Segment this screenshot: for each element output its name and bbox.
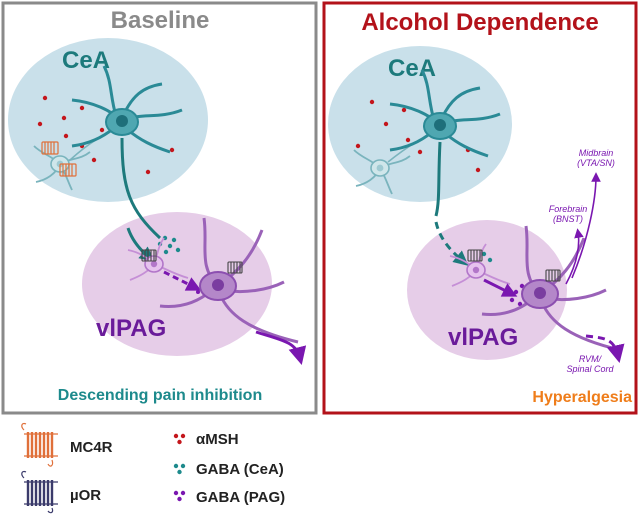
baseline-cea-label: CeA — [62, 47, 110, 74]
dependence-cea-label: CeA — [388, 55, 436, 82]
dependence-forebrain-projection — [565, 228, 584, 285]
mc4r-legend-icon — [21, 422, 58, 467]
dependence-vlpag-label: vlPAG — [448, 324, 518, 351]
baseline-purple-dashed-arrow — [163, 270, 202, 291]
baseline-amsh-dots — [37, 95, 175, 175]
dependence-teal-dashed-arrow — [434, 221, 469, 266]
dependence-title: Alcohol Dependence — [361, 9, 598, 36]
legend: MC4R µOR αMSH GABA (CeA) GABA (PAG) — [21, 422, 285, 514]
gaba-pag-legend-label: GABA (PAG) — [196, 489, 285, 506]
dependence-midbrain-projection — [571, 172, 601, 279]
baseline-panel: Baseline CeA vlPAG — [1, 1, 318, 415]
mor-legend-label: µOR — [70, 487, 101, 504]
forebrain-label: Forebrain — [549, 204, 588, 214]
amsh-legend-icon — [173, 433, 186, 445]
mor-legend-icon — [21, 470, 58, 514]
forebrain-sublabel: (BNST) — [553, 214, 583, 224]
baseline-output-arrow — [255, 330, 307, 365]
dependence-cea-projection — [434, 141, 442, 217]
dependence-panel: Alcohol Dependence CeA vlPAG — [322, 1, 638, 415]
gaba-pag-legend-icon — [173, 490, 186, 502]
amsh-legend-label: αMSH — [196, 431, 239, 448]
rvm-label: RVM/ — [579, 354, 603, 364]
dependence-gaba-cea-dots — [481, 251, 493, 263]
dependence-footer: Hyperalgesia — [532, 389, 632, 406]
mc4r-legend-label: MC4R — [70, 439, 113, 456]
baseline-vlpag-label: vlPAG — [96, 315, 166, 342]
rvm-sublabel: Spinal Cord — [566, 364, 614, 374]
baseline-footer: Descending pain inhibition — [58, 387, 262, 404]
gaba-cea-legend-label: GABA (CeA) — [196, 461, 284, 478]
baseline-cea-projection — [120, 137, 162, 240]
midbrain-label: Midbrain — [579, 148, 614, 158]
midbrain-sublabel: (VTA/SN) — [577, 158, 615, 168]
dependence-rvm-projection — [585, 334, 625, 364]
baseline-title: Baseline — [111, 7, 210, 34]
gaba-cea-legend-icon — [173, 463, 186, 475]
baseline-vlpag-region — [82, 212, 272, 356]
